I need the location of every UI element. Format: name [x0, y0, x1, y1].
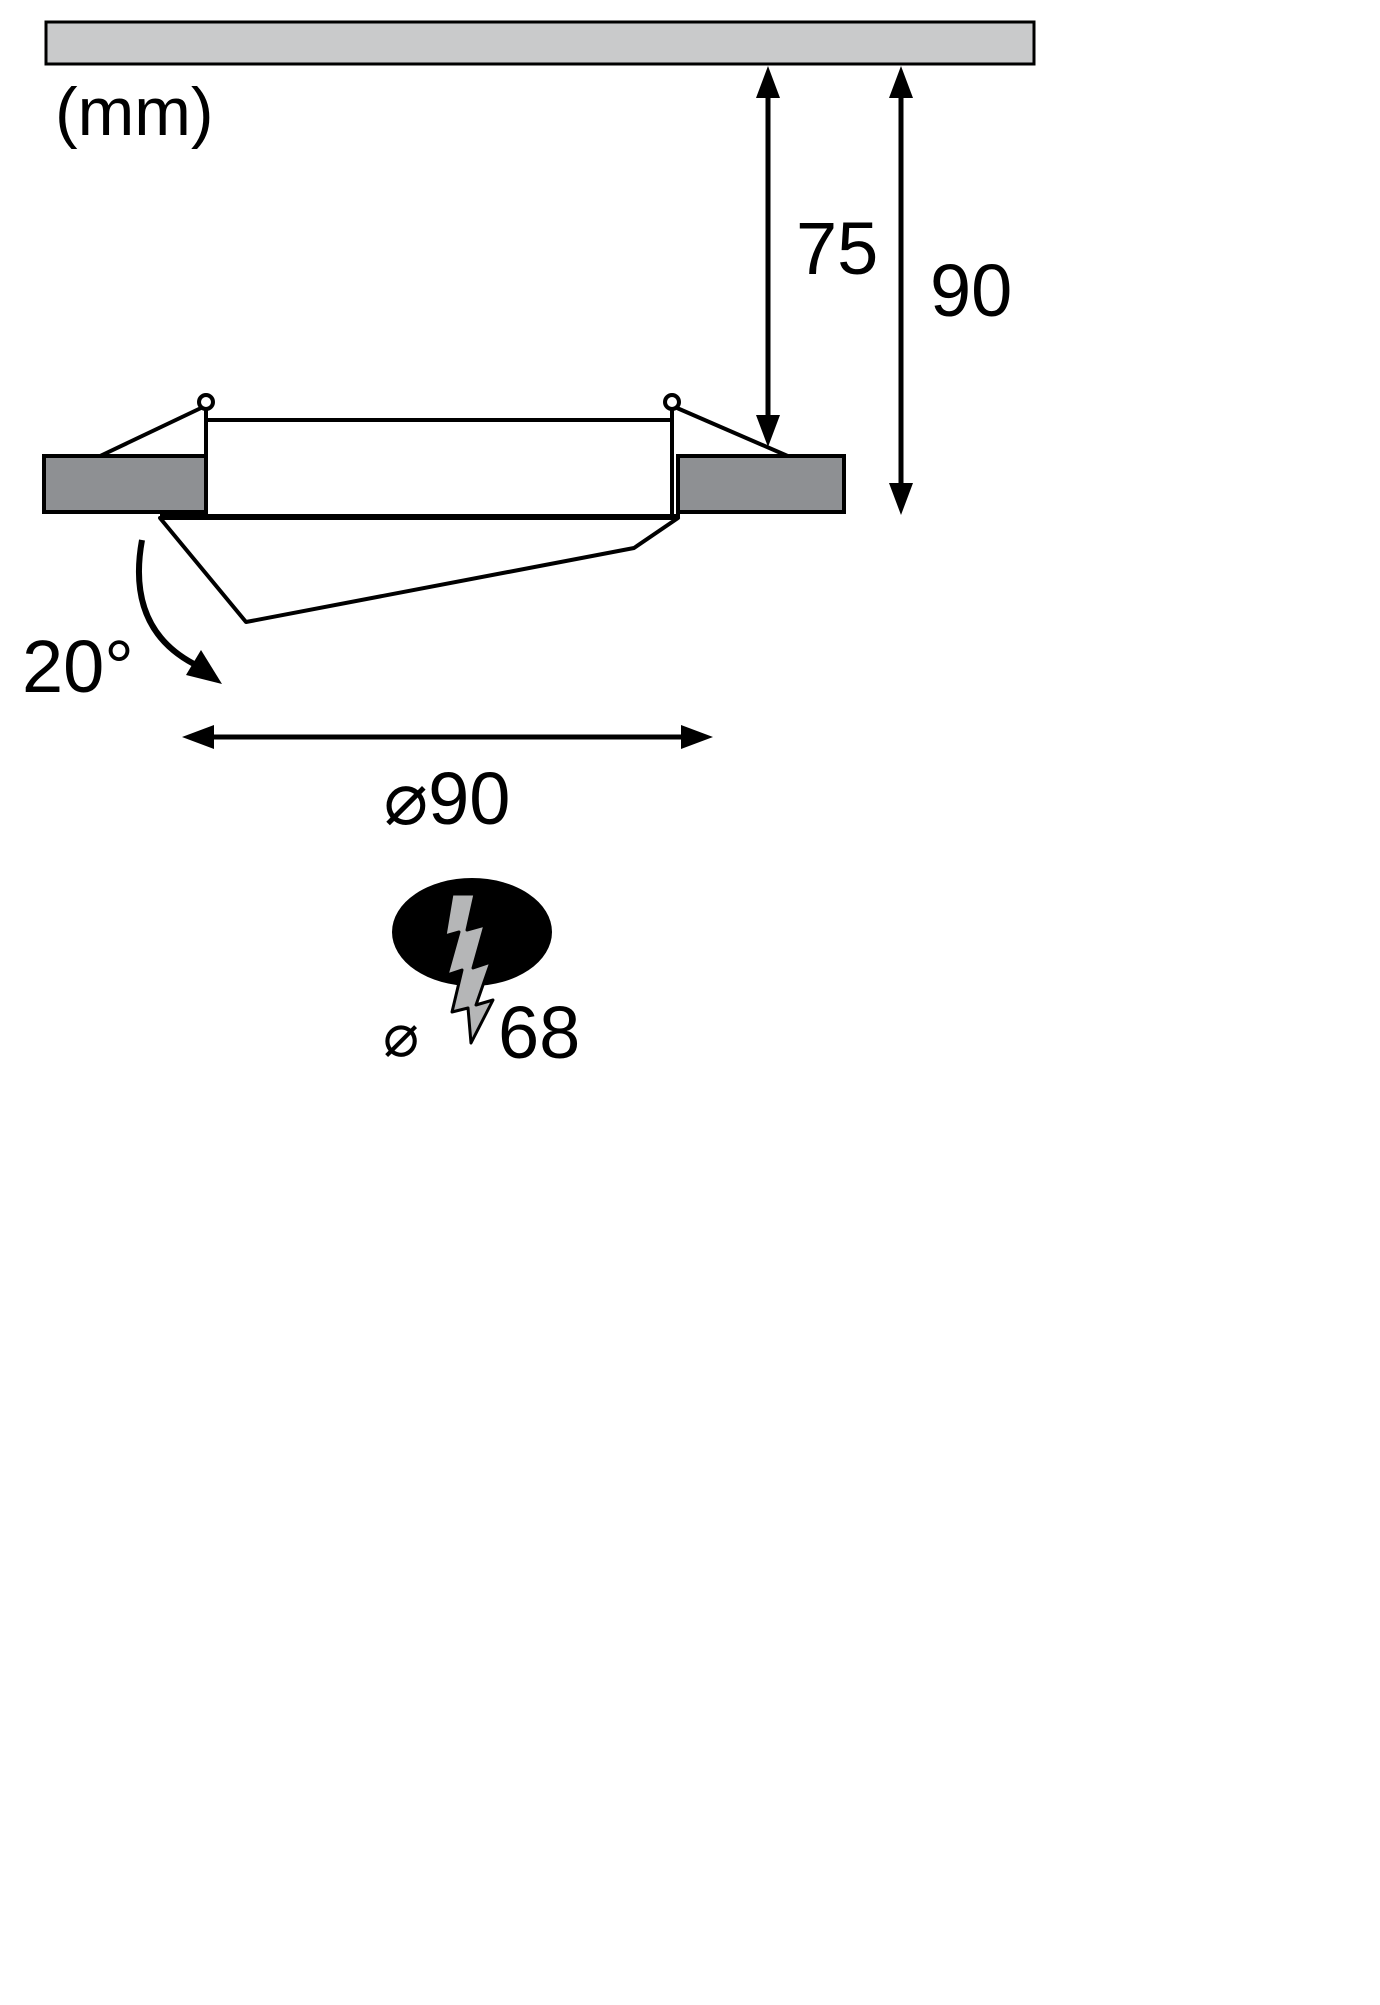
dim-90-arrow-down-icon	[889, 483, 913, 515]
spring-pivot-right-icon	[663, 393, 681, 411]
trim-flange-left	[42, 454, 208, 514]
outer-diameter-arrow-right-icon	[681, 725, 713, 749]
outer-diameter-dim: ⌀90	[182, 725, 713, 840]
cutout-symbol: ⌀ 68	[383, 878, 580, 1074]
outer-diameter-arrow-left-icon	[182, 725, 214, 749]
dim-75-arrow-up-icon	[756, 66, 780, 98]
spring-wire-left	[97, 406, 202, 459]
tilt-arc-arrow-icon	[186, 650, 222, 684]
dim-90: 90	[889, 66, 1012, 515]
dim-90-arrow-up-icon	[889, 66, 913, 98]
lightning-bolt-icon	[443, 892, 495, 1045]
dim-75: 75	[756, 66, 878, 447]
cutout-dia-symbol: ⌀	[383, 1002, 419, 1069]
spring-wire-right	[676, 406, 791, 459]
ceiling-bar	[44, 20, 1036, 66]
unit-label: (mm)	[55, 74, 214, 150]
tilt-angle-label: 20°	[22, 625, 134, 708]
spring-pivot-left-icon	[197, 393, 215, 411]
tilt-angle: 20°	[22, 539, 222, 708]
dim-75-label: 75	[796, 207, 878, 290]
dim-75-arrow-down-icon	[756, 415, 780, 447]
tilted-lamp-body	[158, 516, 680, 624]
dim-90-label: 90	[930, 249, 1012, 332]
cutout-dia-value: 68	[498, 991, 580, 1074]
fixture-frame	[197, 393, 681, 522]
trim-flange-right	[676, 454, 846, 514]
tilt-arc	[136, 539, 196, 667]
outer-diameter-label: ⌀90	[384, 757, 511, 840]
